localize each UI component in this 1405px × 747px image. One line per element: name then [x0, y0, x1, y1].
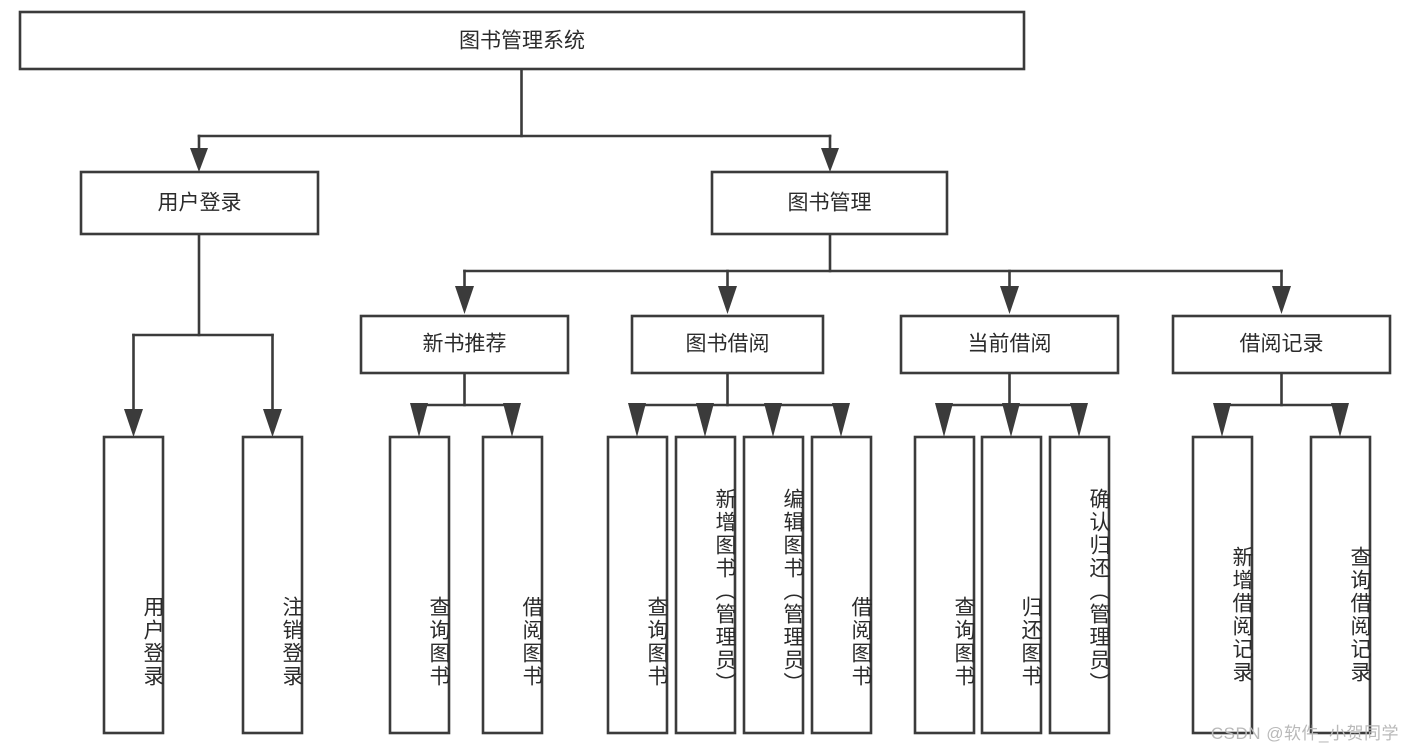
arrow-newbook-leaf-1 [410, 403, 428, 437]
leaf-box-query-book-current[interactable] [913, 435, 976, 735]
arrow-bookmgmt-to-newbook [455, 286, 474, 314]
arrow-bookmgmt-to-current [1000, 286, 1019, 314]
node-new-book-recommend-label: 新书推荐 [423, 333, 507, 356]
node-current-borrow[interactable] [899, 314, 1120, 375]
node-book-borrow-label: 图书借阅 [686, 333, 770, 356]
node-user-login[interactable] [79, 170, 320, 236]
arrow-borrow-leaf-1 [628, 403, 646, 437]
arrow-current-leaf-3 [1070, 403, 1088, 437]
node-book-management[interactable] [710, 170, 949, 236]
leaf-box-user-login[interactable] [102, 435, 165, 735]
node-current-borrow-label: 当前借阅 [968, 333, 1052, 356]
arrow-newbook-leaf-2 [503, 403, 521, 437]
node-book-borrow[interactable] [630, 314, 825, 375]
arrow-bookmgmt-to-borrow [718, 286, 737, 314]
leaf-box-add-book-admin[interactable] [674, 435, 737, 735]
leaf-box-add-borrow-record[interactable] [1191, 435, 1254, 735]
node-group: 图书管理系统 用户登录 图书管理 新书推荐 图书借阅 当前借阅 借阅记录 [18, 10, 1392, 735]
node-user-login-label: 用户登录 [158, 192, 242, 215]
node-new-book-recommend[interactable] [359, 314, 570, 375]
arrow-borrow-leaf-3 [764, 403, 782, 437]
leaf-box-borrow-book[interactable] [810, 435, 873, 735]
node-borrow-record-label: 借阅记录 [1240, 333, 1324, 356]
arrow-bookmgmt-to-record [1272, 286, 1291, 314]
leaf-box-logout[interactable] [241, 435, 304, 735]
leaf-box-query-book-newbook[interactable] [388, 435, 451, 735]
arrow-record-leaf-2 [1331, 403, 1349, 437]
arrow-current-leaf-1 [935, 403, 953, 437]
leaf-box-borrow-book-newbook[interactable] [481, 435, 544, 735]
leaf-box-query-book-borrow[interactable] [606, 435, 669, 735]
watermark: CSDN @软件_小贺同学 [1210, 724, 1399, 743]
leaf-box-return-book[interactable] [980, 435, 1043, 735]
arrow-root-to-book-mgmt [821, 148, 839, 172]
arrow-root-to-user-login [190, 148, 208, 172]
node-borrow-record[interactable] [1171, 314, 1392, 375]
arrow-current-leaf-2 [1002, 403, 1020, 437]
leaf-box-confirm-return-admin[interactable] [1048, 435, 1111, 735]
node-root-label: 图书管理系统 [459, 30, 585, 53]
leaf-box-query-borrow-record[interactable] [1309, 435, 1372, 735]
node-root[interactable] [18, 10, 1026, 71]
arrow-borrow-leaf-4 [832, 403, 850, 437]
arrow-userlogin-leaf-2 [263, 409, 282, 437]
arrow-userlogin-leaf-1 [124, 409, 143, 437]
arrow-borrow-leaf-2 [696, 403, 714, 437]
connector-group [124, 67, 1349, 437]
node-book-management-label: 图书管理 [788, 192, 872, 215]
arrow-record-leaf-1 [1213, 403, 1231, 437]
leaf-box-edit-book-admin[interactable] [742, 435, 805, 735]
